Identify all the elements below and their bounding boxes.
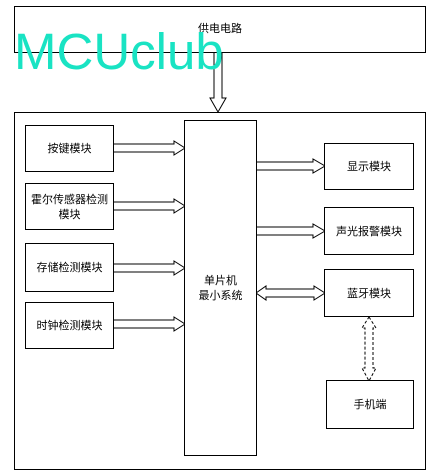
hall-sensor-module-box: 霍尔传感器检测 模块 — [25, 183, 114, 230]
clock-module-label: 时钟检测模块 — [36, 319, 103, 332]
clock-to-mcu-arrow — [112, 316, 186, 332]
bluetooth-module-box: 蓝牙模块 — [324, 269, 414, 317]
clock-module-box: 时钟检测模块 — [25, 302, 114, 349]
hall-sensor-label-line2: 模块 — [58, 207, 81, 221]
bluetooth-module-label: 蓝牙模块 — [347, 286, 391, 300]
power-to-system-arrow — [209, 51, 227, 114]
storage-module-box: 存储检测模块 — [25, 243, 114, 292]
display-module-label: 显示模块 — [347, 160, 391, 173]
mcu-system-box: 单片机 最小系统 — [184, 120, 257, 456]
mcu-bluetooth-link-arrow — [255, 285, 326, 301]
alarm-module-label: 声光报警模块 — [336, 224, 402, 238]
power-supply-label: 供电电路 — [198, 22, 242, 35]
keys-to-mcu-arrow — [112, 140, 186, 156]
mcu-label-line2: 最小系统 — [198, 289, 243, 302]
power-supply-box: 供电电路 — [14, 6, 426, 53]
display-module-box: 显示模块 — [324, 143, 414, 190]
bluetooth-phone-link-arrow — [361, 316, 377, 383]
mcu-label-line1: 单片机 — [204, 274, 237, 287]
hall-to-mcu-arrow — [112, 198, 186, 214]
phone-box: 手机端 — [326, 380, 414, 429]
hall-sensor-label-line1: 霍尔传感器检测 — [31, 192, 108, 206]
keys-module-label: 按键模块 — [47, 142, 92, 155]
mcu-to-alarm-arrow — [255, 223, 326, 239]
storage-module-label: 存储检测模块 — [36, 261, 103, 274]
mcu-to-display-arrow — [255, 158, 326, 174]
storage-to-mcu-arrow — [112, 260, 186, 276]
alarm-module-box: 声光报警模块 — [324, 207, 414, 255]
watermark-logo: MCUclub — [14, 23, 224, 80]
system-frame — [14, 112, 426, 470]
keys-module-box: 按键模块 — [25, 125, 114, 172]
phone-label: 手机端 — [353, 398, 387, 411]
